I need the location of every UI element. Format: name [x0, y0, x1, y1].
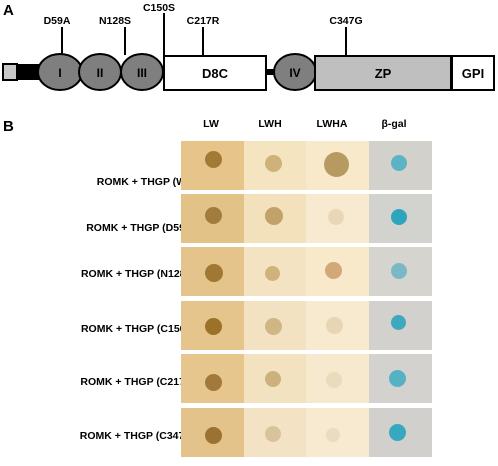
colony-spot — [326, 428, 340, 442]
colony-spot — [389, 370, 406, 387]
plate-lwha-c217r — [306, 354, 369, 403]
domain-label-iii: III — [137, 66, 147, 80]
column-header-lwh: LWH — [258, 118, 282, 130]
colony-spot — [265, 371, 281, 387]
mutation-label-n128s: N128S — [99, 15, 131, 27]
row-label-c150s: ROMK + THGP (C150S) — [80, 323, 196, 335]
row-label-n128s: ROMK + THGP (N128S) — [80, 268, 196, 280]
mutation-label-d59a: D59A — [44, 15, 71, 27]
plate-bgal-c217r — [369, 354, 432, 403]
plate-lwh-wt — [244, 141, 307, 190]
colony-spot — [326, 372, 342, 388]
protein-domain-diagram: I II III D8C IV ZP GPI D59A N128S C150S … — [2, 2, 495, 91]
colony-spot — [265, 207, 283, 225]
colony-spot — [325, 262, 342, 279]
plate-lw-c217r — [181, 354, 244, 403]
plate-lw-c150s — [181, 301, 244, 350]
mutation-label-c217r: C217R — [187, 15, 220, 27]
domain-label-iv: IV — [289, 66, 300, 80]
colony-spot — [265, 426, 281, 442]
domain-gpi — [451, 55, 495, 91]
plate-bgal-d59a — [369, 194, 432, 243]
plate-lwh-d59a — [244, 194, 307, 243]
n-terminal-block — [17, 64, 39, 80]
domain-label-zp: ZP — [375, 66, 392, 81]
colony-spot — [205, 318, 222, 335]
panel-a-letter: A — [3, 2, 14, 19]
column-header-lw: LW — [203, 118, 219, 130]
panel-b-letter: B — [3, 118, 14, 135]
plate-lwh-c217r — [244, 354, 307, 403]
plate-bgal-c347g — [369, 408, 432, 457]
plate-bgal-c150s — [369, 301, 432, 350]
plate-lwha-n128s — [306, 247, 369, 296]
colony-spot — [389, 424, 406, 441]
domain-label-d8c: D8C — [202, 66, 229, 81]
plate-lwh-n128s — [244, 247, 307, 296]
colony-spot — [328, 209, 344, 225]
colony-spot — [265, 266, 280, 281]
colony-spot — [324, 152, 349, 177]
plate-lwha-wt — [306, 141, 369, 190]
colony-spot — [391, 155, 407, 171]
plate-lwha-c347g — [306, 408, 369, 457]
colony-spot — [205, 374, 222, 391]
colony-spot — [205, 264, 223, 282]
row-label-c217r: ROMK + THGP (C217R) — [80, 376, 196, 388]
row-label-wt: ROMK + THGP (WT) — [96, 176, 196, 188]
plate-lwha-c150s — [306, 301, 369, 350]
domain-zp — [314, 55, 452, 91]
plate-bgal-wt — [369, 141, 432, 190]
plate-lwh-c347g — [244, 408, 307, 457]
signal-peptide — [2, 63, 18, 81]
plate-lwha-d59a — [306, 194, 369, 243]
domain-label-ii: II — [97, 66, 104, 80]
row-label-c347g: ROMK + THGP (C347G) — [79, 430, 196, 442]
plate-lw-d59a — [181, 194, 244, 243]
row-label-d59a: ROMK + THGP (D59A) — [86, 222, 196, 234]
plate-bgal-n128s — [369, 247, 432, 296]
colony-spot — [205, 151, 222, 168]
domain-label-i: I — [58, 66, 61, 80]
mutation-label-c150s: C150S — [143, 2, 175, 14]
plate-lw-c347g — [181, 408, 244, 457]
plate-lw-n128s — [181, 247, 244, 296]
mutation-label-c347g: C347G — [329, 15, 362, 27]
colony-spot — [391, 209, 407, 225]
colony-spot — [205, 427, 222, 444]
colony-spot — [326, 317, 343, 334]
column-header-beta-gal: β-gal — [381, 118, 407, 130]
plate-lw-wt — [181, 141, 244, 190]
plate-lwh-c150s — [244, 301, 307, 350]
colony-spot — [391, 315, 406, 330]
colony-spot — [265, 155, 282, 172]
domain-d8c — [163, 55, 267, 91]
colony-spot — [391, 263, 407, 279]
colony-spot — [265, 318, 282, 335]
domain-label-gpi: GPI — [462, 66, 484, 81]
colony-spot — [205, 207, 222, 224]
column-header-lwha: LWHA — [316, 118, 348, 130]
